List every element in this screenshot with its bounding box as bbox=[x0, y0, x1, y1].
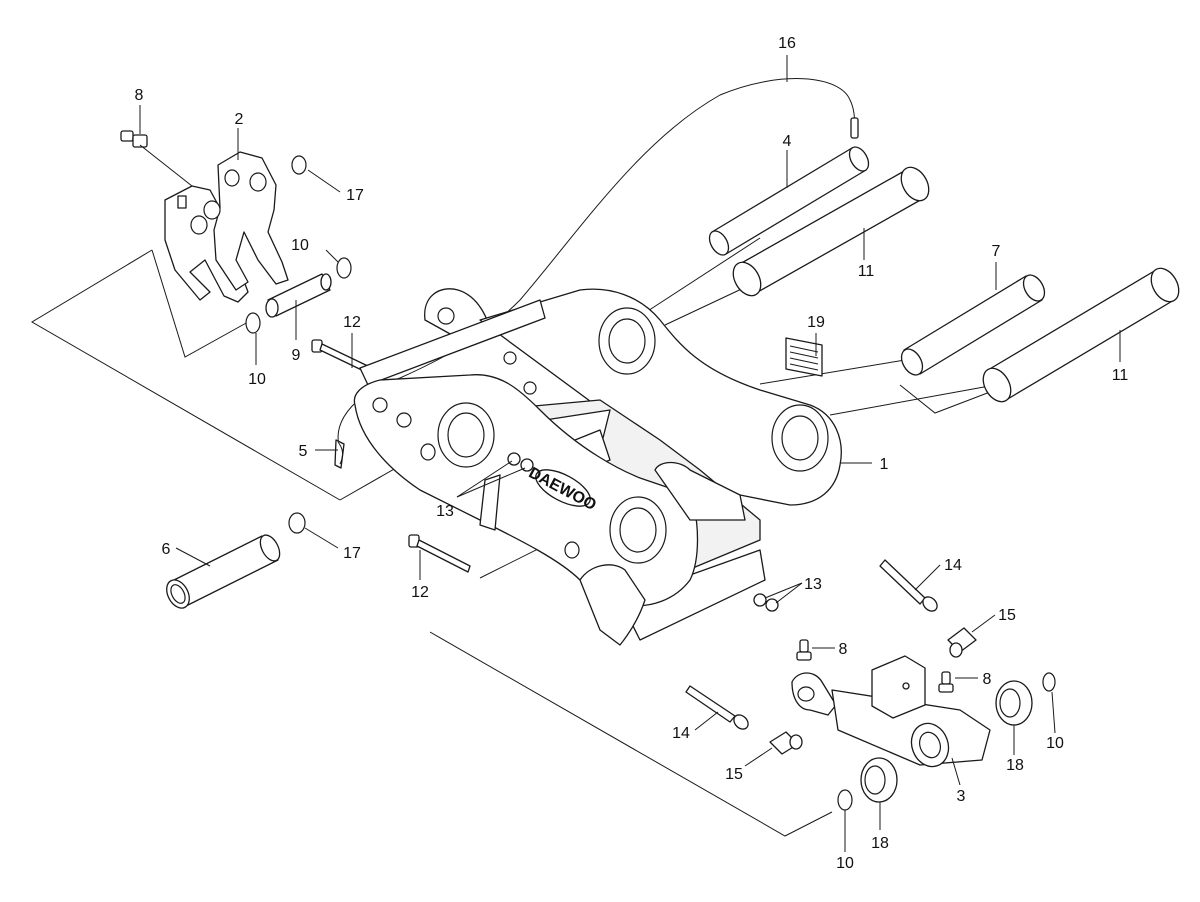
callout-16: 16 bbox=[778, 35, 796, 52]
callout-11-lower: 11 bbox=[1112, 367, 1129, 384]
callout-6: 6 bbox=[162, 541, 171, 558]
callout-12-upper: 12 bbox=[343, 314, 361, 331]
grease-nipple-part-8c bbox=[938, 671, 954, 693]
bolt-part-14b bbox=[685, 685, 749, 730]
nut-part-13a bbox=[507, 452, 534, 472]
nut-part-13b bbox=[753, 593, 779, 612]
callout-4: 4 bbox=[783, 133, 792, 150]
pin-part-7 bbox=[900, 274, 1046, 376]
callout-15-right: 15 bbox=[998, 607, 1016, 624]
callout-labels: 16 8 2 17 4 10 11 7 12 19 9 10 11 5 1 13… bbox=[135, 35, 1129, 872]
bolt-part-12b bbox=[408, 534, 471, 573]
callout-1: 1 bbox=[880, 456, 889, 473]
callout-2: 2 bbox=[235, 111, 244, 128]
callout-5: 5 bbox=[299, 443, 308, 460]
callout-11-upper: 11 bbox=[858, 263, 875, 280]
pin-part-4 bbox=[708, 146, 870, 256]
callout-7: 7 bbox=[992, 243, 1001, 260]
callout-17-lower: 17 bbox=[343, 545, 361, 562]
hydraulic-cylinder-part-3 bbox=[791, 655, 991, 768]
spacer-part-18b bbox=[860, 757, 898, 803]
callout-8-cylinder-left: 8 bbox=[839, 641, 848, 658]
bolt-part-12a bbox=[311, 339, 373, 375]
hook-plate-part-2 bbox=[164, 151, 289, 303]
snap-ring-part-10a bbox=[336, 257, 352, 279]
callout-10-bottom: 10 bbox=[836, 855, 854, 872]
grease-nipple-part-8a bbox=[120, 130, 148, 148]
cotter-pin-part-5 bbox=[337, 441, 344, 465]
grease-nipple-part-8b bbox=[796, 639, 812, 661]
snap-ring-part-10b bbox=[245, 312, 261, 334]
callout-12-lower: 12 bbox=[411, 584, 429, 601]
snap-ring-part-10d bbox=[837, 789, 853, 811]
callout-18-right: 18 bbox=[1006, 757, 1024, 774]
bushing-part-11b bbox=[982, 267, 1180, 403]
callout-19: 19 bbox=[807, 314, 825, 331]
callout-13-upper: 13 bbox=[436, 503, 454, 520]
callout-14-lower: 14 bbox=[672, 725, 690, 742]
main-frame-part-1: DAEWOO bbox=[353, 288, 842, 646]
callout-10-left: 10 bbox=[248, 371, 266, 388]
callout-10-right: 10 bbox=[1046, 735, 1064, 752]
pin-part-6 bbox=[166, 534, 281, 609]
callout-3: 3 bbox=[957, 788, 966, 805]
callout-15-left: 15 bbox=[725, 766, 743, 783]
o-ring-part-17a bbox=[291, 155, 307, 175]
callout-10-top: 10 bbox=[291, 237, 309, 254]
wire-rope-part-16 bbox=[334, 78, 859, 469]
bolt-part-14a bbox=[879, 559, 938, 612]
callout-14-upper: 14 bbox=[944, 557, 962, 574]
snap-ring-part-10c bbox=[1042, 672, 1056, 692]
callout-17-top: 17 bbox=[346, 187, 364, 204]
elbow-fitting-part-15a bbox=[947, 627, 977, 658]
callout-8-cylinder-right: 8 bbox=[983, 671, 992, 688]
decal-part-19 bbox=[785, 337, 823, 377]
callout-9: 9 bbox=[292, 347, 301, 364]
spacer-part-18a bbox=[995, 680, 1033, 726]
callout-18-lower: 18 bbox=[871, 835, 889, 852]
callout-13-lower: 13 bbox=[804, 576, 822, 593]
bushing-part-11a bbox=[732, 166, 930, 297]
callout-leaders bbox=[139, 55, 1121, 852]
pin-part-9 bbox=[265, 273, 332, 318]
elbow-fitting-part-15b bbox=[769, 731, 803, 755]
callout-8-top-left: 8 bbox=[135, 87, 144, 104]
o-ring-part-17b bbox=[288, 512, 306, 534]
